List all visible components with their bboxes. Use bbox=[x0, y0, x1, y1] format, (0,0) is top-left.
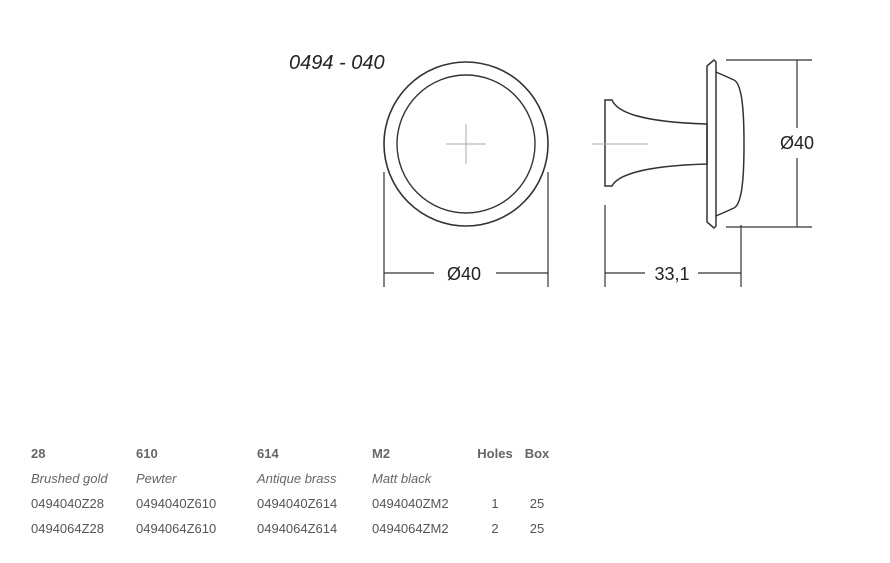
front-width-dimension bbox=[383, 172, 549, 287]
side-height-dimension bbox=[726, 59, 812, 228]
front-view bbox=[383, 61, 549, 227]
header-finish-28: 28 bbox=[31, 446, 46, 461]
box-cell: 25 bbox=[529, 496, 545, 511]
finish-name: Antique brass bbox=[257, 471, 337, 486]
header-box: Box bbox=[524, 446, 550, 461]
knob-head-back bbox=[706, 58, 717, 230]
header-holes: Holes bbox=[477, 446, 513, 461]
code-cell: 0494040Z610 bbox=[136, 496, 217, 511]
outer-rim-circle bbox=[383, 61, 549, 227]
product-code-table: 28 610 614 M2 Holes Box Brushed gold Pew… bbox=[31, 441, 557, 541]
code-cell: 0494064ZM2 bbox=[372, 521, 449, 536]
finish-names-row: Brushed gold Pewter Antique brass Matt b… bbox=[31, 466, 557, 491]
side-depth-dimension bbox=[604, 205, 742, 287]
header-finish-m2: M2 bbox=[372, 446, 391, 461]
knob-head-dome bbox=[715, 71, 745, 217]
code-cell: 0494040ZM2 bbox=[372, 496, 449, 511]
holes-cell: 2 bbox=[491, 521, 499, 536]
holes-cell: 1 bbox=[491, 496, 499, 511]
side-view bbox=[592, 58, 745, 230]
box-cell: 25 bbox=[529, 521, 545, 536]
code-cell: 0494064Z610 bbox=[136, 521, 217, 536]
inner-face-circle bbox=[396, 74, 536, 214]
finish-name: Matt black bbox=[372, 471, 432, 486]
header-finish-614: 614 bbox=[257, 446, 279, 461]
side-depth-label: 33,1 bbox=[654, 264, 689, 284]
code-cell: 0494064Z28 bbox=[31, 521, 105, 536]
table-row: 0494064Z28 0494064Z610 0494064Z614 04940… bbox=[31, 516, 557, 541]
table-header-row: 28 610 614 M2 Holes Box bbox=[31, 441, 557, 466]
side-diameter-label: Ø40 bbox=[780, 133, 814, 153]
code-cell: 0494064Z614 bbox=[257, 521, 338, 536]
knob-stem bbox=[604, 99, 708, 187]
finish-name: Brushed gold bbox=[31, 471, 108, 486]
code-cell: 0494040Z614 bbox=[257, 496, 338, 511]
front-diameter-label: Ø40 bbox=[447, 264, 481, 284]
model-code-title: 0494 - 040 bbox=[289, 52, 385, 74]
finish-name: Pewter bbox=[136, 471, 177, 486]
code-cell: 0494040Z28 bbox=[31, 496, 105, 511]
header-finish-610: 610 bbox=[136, 446, 158, 461]
table-row: 0494040Z28 0494040Z610 0494040Z614 04940… bbox=[31, 491, 557, 516]
